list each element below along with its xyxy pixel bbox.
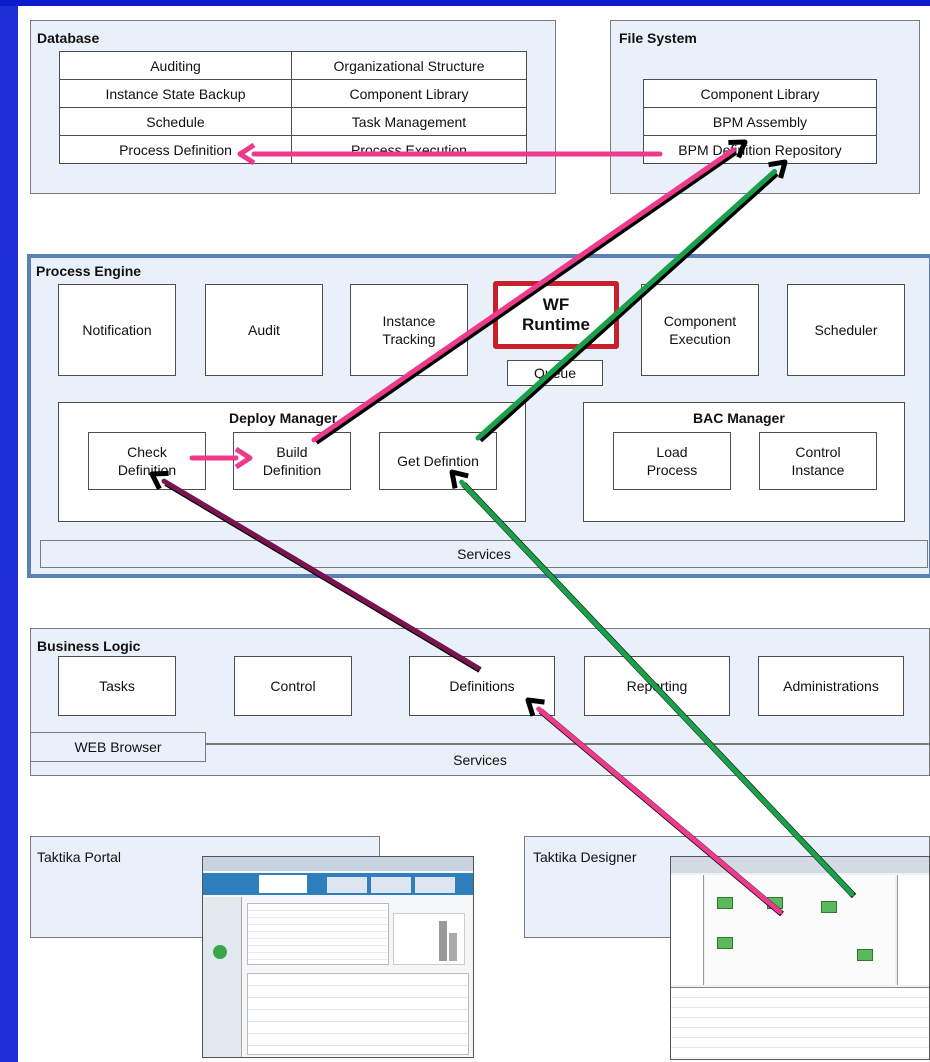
bac-manager-title: BAC Manager [693,410,785,426]
portal-thumb-sidebar [203,897,242,1057]
tasks-module: Tasks [58,656,176,716]
db-org-structure: Organizational Structure [291,51,527,80]
audit-module: Audit [205,284,323,376]
deploy-manager-title: Deploy Manager [229,410,338,426]
process-engine-box: Process Engine Notification Audit Instan… [27,254,930,578]
portal-thumb-titlebar [203,857,473,871]
designer-thumb-node [821,901,837,913]
administrations-module: Administrations [758,656,904,716]
database-box: Database Auditing Organizational Structu… [30,20,556,194]
get-def-to-repository-arrow-head [768,159,788,179]
designer-thumb-toolbar [671,857,929,873]
designer-thumb-explorer [671,875,704,985]
designer-thumb-palette [897,875,929,985]
definitions-to-check-arrow [149,470,482,673]
scheduler-module: Scheduler [787,284,905,376]
designer-thumb-node [717,897,733,909]
fs-component-library: Component Library [643,79,877,108]
portal-thumb-bar [449,933,457,961]
portal-thumb-table [247,903,389,965]
designer-to-definitions-arrow-line [536,706,783,915]
designer-to-definitions-arrow-head [525,697,545,717]
build-to-assembly-arrow-head [728,139,748,159]
database-title: Database [37,30,100,46]
queue-box: Queue [507,360,603,386]
taktika-portal-label: Taktika Portal [37,849,122,865]
process-engine-title: Process Engine [36,263,142,279]
portal-thumb-list [247,973,469,1055]
control-module: Control [234,656,352,716]
control-instance-box: Control Instance [759,432,877,490]
designer-screenshot-thumbnail [670,856,930,1060]
fs-definition-repository: BPM Definition Repository [643,135,877,164]
db-process-definition: Process Definition [59,135,292,164]
slide-top-band [0,0,930,6]
db-component-library: Component Library [291,79,527,108]
build-to-assembly-arrow-shadow [314,149,738,445]
build-definition-box: Build Definition [233,432,351,490]
portal-thumb-badge-icon [213,945,227,959]
get-def-to-repository-arrow-shadow [477,171,779,443]
designer-to-get-def-arrow-line [459,479,855,897]
load-process-box: Load Process [613,432,731,490]
portal-thumb-tab [415,877,455,893]
notification-module: Notification [58,284,176,376]
fs-bpm-assembly: BPM Assembly [643,107,877,136]
taktika-designer-label: Taktika Designer [533,849,637,865]
definitions-to-check-arrow-head [149,470,169,491]
build-to-assembly-arrow-line [311,147,736,443]
get-definition-box: Get Defintion [379,432,497,490]
db-instance-backup: Instance State Backup [59,79,292,108]
designer-thumb-node [717,937,733,949]
web-browser: WEB Browser [30,732,206,762]
repo-to-db-arrow [237,142,663,166]
portal-thumb-tab [259,875,307,893]
designer-to-definitions-arrow [525,697,784,917]
designer-thumb-node [857,949,873,961]
designer-thumb-properties [671,987,929,1059]
check-to-build-arrow-head [234,446,253,470]
engine-services-bar: Services [40,540,928,568]
get-def-to-repository-arrow [475,159,788,443]
portal-thumb-bar [439,921,447,961]
designer-to-get-def-arrow [449,469,857,899]
build-to-assembly-arrow [311,139,748,445]
db-schedule: Schedule [59,107,292,136]
designer-to-get-def-arrow-head [449,469,469,489]
db-auditing: Auditing [59,51,292,80]
definitions-to-check-arrow-line [161,478,481,671]
portal-screenshot-thumbnail [202,856,474,1058]
business-logic-title: Business Logic [37,638,141,654]
file-system-title: File System [619,30,697,46]
db-task-management: Task Management [291,107,527,136]
check-to-build-arrow [189,446,253,470]
portal-thumb-tab [371,877,411,893]
designer-thumb-canvas [705,875,895,985]
instance-tracking-module: Instance Tracking [350,284,468,376]
get-def-to-repository-arrow-line [475,168,778,441]
slide-side-band [0,0,18,1062]
file-system-box: File System Component Library BPM Assemb… [610,20,920,194]
portal-thumb-tab [327,877,367,893]
check-definition-box: Check Definition [88,432,206,490]
component-execution-module: Component Execution [641,284,759,376]
repo-to-db-arrow-head [237,142,256,166]
